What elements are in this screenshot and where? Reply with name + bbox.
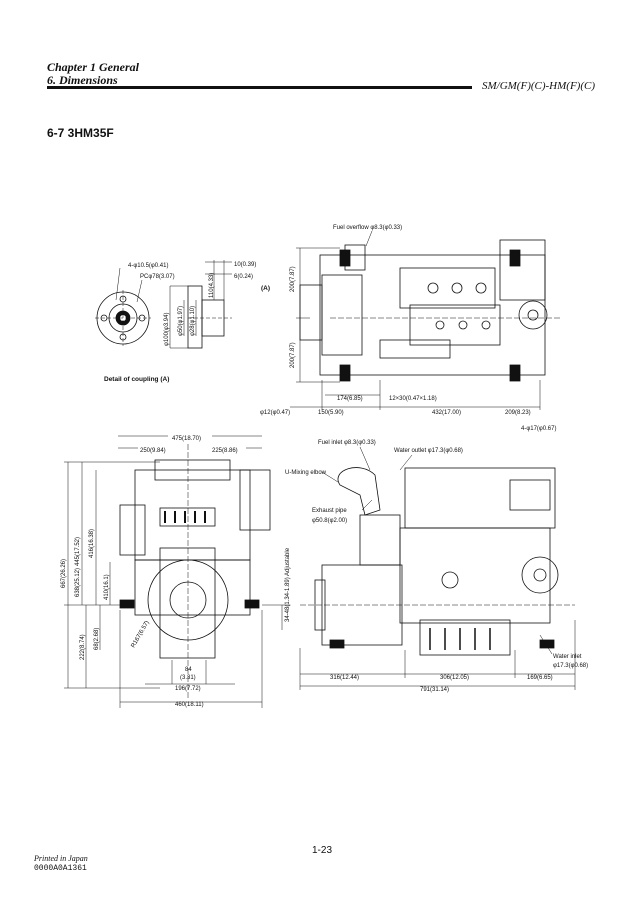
front-flywheel-housing xyxy=(147,559,229,641)
front-dim-222: 222(8.74) xyxy=(80,634,86,660)
front-dim-84: 84 xyxy=(185,667,192,673)
engine-top-view: Fuel overflow φ8.3(φ0.33) (A) 200(7.87) … xyxy=(260,225,560,432)
chapter-heading: Chapter 1 General xyxy=(47,60,140,74)
top-dim-432: 432(17.00) xyxy=(432,410,461,416)
front-cylinder-block xyxy=(134,469,251,561)
front-crankcase xyxy=(134,559,251,616)
front-dim-410: 410(16.1) xyxy=(104,574,110,600)
front-dim-638: 638(25.12) xyxy=(75,568,81,597)
top-injector xyxy=(451,282,463,294)
front-dim-196: 196(7.72) xyxy=(175,686,201,692)
front-coupling xyxy=(169,581,207,619)
top-dim-200-top: 200(7.87) xyxy=(290,266,296,292)
front-dim-475: 475(18.70) xyxy=(172,436,201,442)
top-injector xyxy=(475,282,487,294)
side-dim-316: 316(12.44) xyxy=(330,675,359,681)
front-dim-adjustable: 34-48(1.34-1.89) Adjustable xyxy=(285,547,291,622)
top-dim-hole17: 4-φ17(φ0.67) xyxy=(521,426,556,432)
u-mixing-elbow-label: U-Mixing elbow xyxy=(285,470,327,476)
front-valve-cover xyxy=(154,459,231,481)
coupling-dim-6: 6(0.24) xyxy=(234,274,253,280)
coupling-holes-label: 4-φ10.5(φ0.41) xyxy=(128,263,168,269)
front-dim-r167: R167(6.57) xyxy=(131,620,151,649)
engine-side-view: Fuel inlet φ8.3(φ0.33) Water outlet φ17.… xyxy=(285,440,588,693)
side-pulley xyxy=(521,556,559,594)
front-dim-667: 667(26.26) xyxy=(61,559,67,588)
coupling-detail: 4-φ10.5(φ0.41) PCφ78(3.07) 10(0.39) 6(0.… xyxy=(95,260,256,383)
top-dim-slot: 12×30(0.47×1.18) xyxy=(389,396,437,402)
front-dim-225: 225(8.86) xyxy=(212,448,238,454)
side-heat-exchanger xyxy=(509,479,551,511)
front-dim-416: 416(16.38) xyxy=(89,529,95,558)
front-dim-84-inch: (3.31) xyxy=(180,675,196,681)
coupling-marker-a: (A) xyxy=(261,285,270,292)
header-rule xyxy=(47,86,472,89)
page-number: 1-23 xyxy=(312,845,333,856)
top-dim-174: 174(6.85) xyxy=(337,396,363,402)
side-cylinder-head xyxy=(404,467,556,529)
fuel-overflow-label: Fuel overflow φ8.3(φ0.33) xyxy=(333,225,402,231)
top-manifold xyxy=(409,304,501,346)
coupling-dim-100: φ100(φ3.94) xyxy=(164,313,170,346)
top-bolt xyxy=(435,320,445,330)
water-inlet-dim: φ17.3(φ0.68) xyxy=(553,663,588,669)
side-dim-791: 791(31.14) xyxy=(420,687,449,693)
top-heat-exchanger xyxy=(499,239,546,301)
top-dim-150: 150(5.90) xyxy=(318,410,344,416)
top-bolt xyxy=(458,320,468,330)
exhaust-pipe-dim: φ50.8(φ2.00) xyxy=(312,518,347,524)
top-injector xyxy=(427,282,439,294)
top-bolt xyxy=(481,320,491,330)
coupling-dim-50: φ50(φ1.97) xyxy=(178,306,184,336)
water-inlet-label: Water inlet xyxy=(553,654,582,660)
side-dim-306: 306(12.05) xyxy=(440,675,469,681)
side-fuel-pump xyxy=(441,571,459,589)
side-mixing-elbow xyxy=(337,467,381,516)
engine-front-view: 475(18.70) 250(9.84) 225(8.86) xyxy=(61,435,291,708)
top-pulley xyxy=(518,300,548,330)
coupling-dim-28: φ28(φ1.10) xyxy=(190,306,196,336)
model-designation: SM/GM(F)(C)-HM(F)(C) xyxy=(481,80,595,92)
front-dim-68: 68(2.68) xyxy=(94,628,100,650)
top-coupling-housing xyxy=(299,284,323,341)
side-pulley-hub xyxy=(533,568,547,582)
water-outlet-label: Water outlet φ17.3(φ0.68) xyxy=(394,448,463,454)
top-gear-housing xyxy=(321,274,363,356)
front-filter xyxy=(119,504,146,556)
top-dim-200-bot: 200(7.87) xyxy=(290,342,296,368)
side-cylinder-block xyxy=(399,527,551,624)
top-cylinder-head xyxy=(399,267,496,309)
coupling-pcd-label: PCφ78(3.07) xyxy=(140,274,175,280)
front-dim-445: 445(17.52) xyxy=(75,537,81,566)
side-oil-pan xyxy=(419,619,511,656)
front-dim-250: 250(9.84) xyxy=(140,448,166,454)
front-heat-exchanger xyxy=(239,469,271,531)
front-gearbox xyxy=(159,547,216,659)
top-pulley-hub xyxy=(527,309,539,321)
exhaust-pipe-label: Exhaust pipe xyxy=(312,508,347,514)
side-exhaust-manifold xyxy=(359,514,401,566)
coupling-caption: Detail of coupling (A) xyxy=(104,376,169,383)
top-dim-209: 209(8.23) xyxy=(505,410,531,416)
printed-in-label: Printed in Japan xyxy=(34,854,88,863)
engine-block-outline xyxy=(319,254,546,376)
side-dim-169: 169(6.65) xyxy=(527,675,553,681)
coupling-dim-10: 10(0.39) xyxy=(234,262,256,268)
front-air-intake xyxy=(159,507,216,527)
section-heading: 6. Dimensions xyxy=(47,73,118,87)
front-dim-460: 460(18.11) xyxy=(175,702,204,708)
document-code: 0000A0A1361 xyxy=(34,864,87,873)
top-exhaust xyxy=(379,339,451,359)
fuel-inlet-label: Fuel inlet φ8.3(φ0.33) xyxy=(318,440,376,446)
top-dim-hole12: φ12(φ0.47) xyxy=(260,410,290,416)
coupling-dim-110: 110(4.33) xyxy=(209,273,215,298)
page-title: 6-7 3HM35F xyxy=(47,126,114,140)
